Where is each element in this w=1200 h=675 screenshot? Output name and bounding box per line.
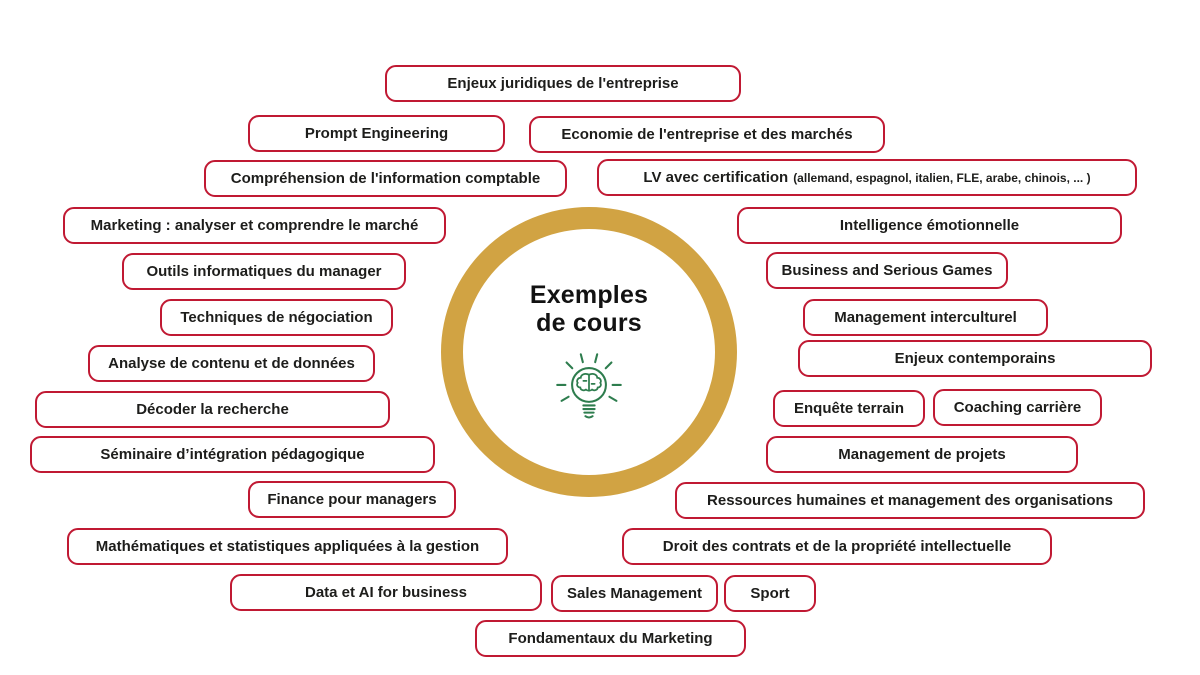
diagram-title-line1: Exemples xyxy=(529,280,649,309)
course-pill: Droit des contrats et de la propriété in… xyxy=(622,528,1052,565)
course-pill: Compréhension de l'information comptable xyxy=(204,160,567,197)
course-pill: Fondamentaux du Marketing xyxy=(475,620,746,657)
course-pill: Data et AI for business xyxy=(230,574,542,611)
course-label: Techniques de négociation xyxy=(180,309,373,326)
course-pill: Economie de l'entreprise et des marchés xyxy=(529,116,885,153)
course-pill: Ressources humaines et management des or… xyxy=(675,482,1145,519)
course-pill: Prompt Engineering xyxy=(248,115,505,152)
course-label: Séminaire d’intégration pédagogique xyxy=(100,446,365,463)
course-pill: Séminaire d’intégration pédagogique xyxy=(30,436,435,473)
course-pill: LV avec certification (allemand, espagnol… xyxy=(597,159,1137,196)
course-label: Sport xyxy=(750,585,790,602)
course-label: Outils informatiques du manager xyxy=(146,263,382,280)
course-label: LV avec certification xyxy=(643,169,789,186)
course-pill: Marketing : analyser et comprendre le ma… xyxy=(63,207,446,244)
course-label: Management interculturel xyxy=(834,309,1017,326)
course-pill: Sales Management xyxy=(551,575,718,612)
course-label: Enjeux juridiques de l'entreprise xyxy=(447,75,679,92)
course-pill: Management de projets xyxy=(766,436,1078,473)
course-label: Prompt Engineering xyxy=(304,125,449,142)
course-pill: Coaching carrière xyxy=(933,389,1102,426)
course-label: Enjeux contemporains xyxy=(894,350,1056,367)
course-pill: Management interculturel xyxy=(803,299,1048,336)
course-sublabel: (allemand, espagnol, italien, FLE, arabe… xyxy=(793,170,1091,185)
course-pill: Décoder la recherche xyxy=(35,391,390,428)
center-circle: Exemples de cours xyxy=(441,207,737,497)
course-pill: Techniques de négociation xyxy=(160,299,393,336)
course-label: Finance pour managers xyxy=(267,491,437,508)
course-label: Fondamentaux du Marketing xyxy=(508,630,713,647)
course-label: Ressources humaines et management des or… xyxy=(707,492,1113,509)
course-label: Marketing : analyser et comprendre le ma… xyxy=(90,217,419,234)
course-pill: Sport xyxy=(724,575,816,612)
diagram-title: Exemples de cours xyxy=(530,281,648,338)
course-pill: Enjeux juridiques de l'entreprise xyxy=(385,65,741,102)
course-label: Coaching carrière xyxy=(953,399,1082,416)
course-label: Intelligence émotionnelle xyxy=(839,217,1020,234)
course-label: Mathématiques et statistiques appliquées… xyxy=(95,538,480,555)
course-label: Sales Management xyxy=(566,585,703,602)
course-label: Analyse de contenu et de données xyxy=(108,355,355,372)
diagram-title-line2: de cours xyxy=(536,309,642,337)
course-label: Compréhension de l'information comptable xyxy=(230,170,541,187)
course-label: Data et AI for business xyxy=(305,584,467,601)
course-pill: Intelligence émotionnelle xyxy=(737,207,1122,244)
course-pill: Enquête terrain xyxy=(773,390,925,427)
course-label: Business and Serious Games xyxy=(781,262,993,279)
course-label: Enquête terrain xyxy=(793,400,905,417)
course-pill: Enjeux contemporains xyxy=(798,340,1152,377)
course-label: Management de projets xyxy=(838,446,1006,463)
course-label: Décoder la recherche xyxy=(136,401,289,418)
course-label: Economie de l'entreprise et des marchés xyxy=(561,126,853,143)
course-pill: Outils informatiques du manager xyxy=(122,253,406,290)
course-pill: Mathématiques et statistiques appliquées… xyxy=(67,528,508,565)
lightbulb-brain-icon xyxy=(556,352,622,419)
course-label: Droit des contrats et de la propriété in… xyxy=(662,538,1012,555)
course-pill: Business and Serious Games xyxy=(766,252,1008,289)
course-pill: Finance pour managers xyxy=(248,481,456,518)
course-pill: Analyse de contenu et de données xyxy=(88,345,375,382)
